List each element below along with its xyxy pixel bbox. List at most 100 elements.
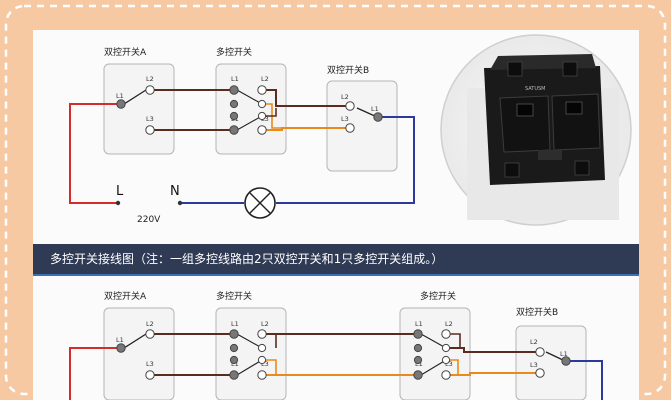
terminal-dot xyxy=(145,125,155,135)
traveler-m2-b-l3 xyxy=(446,372,538,376)
terminal-dot xyxy=(441,343,451,353)
terminal-dot xyxy=(257,329,267,339)
terminal-dot xyxy=(229,355,239,365)
switch-b-box-bottom xyxy=(515,325,587,400)
term-b-l3: L3 xyxy=(341,115,349,123)
multi-switch-1-title: 多控开关 xyxy=(216,290,252,302)
m1-cross-b xyxy=(262,359,277,375)
switch-b-box xyxy=(326,80,398,172)
term-ba-l3: L3 xyxy=(146,360,154,368)
terminal-dot xyxy=(229,329,239,339)
terminal-dot xyxy=(257,343,267,353)
terminal-dot xyxy=(441,370,451,380)
terminal-dot xyxy=(116,99,126,109)
terminal-dot xyxy=(257,125,267,135)
term-a-l1: L1 xyxy=(116,92,124,100)
term-ba-l1: L1 xyxy=(116,336,124,344)
live-label: L xyxy=(116,184,124,199)
traveler-m-b-l3 xyxy=(262,127,348,131)
term-ba-l2: L2 xyxy=(146,320,154,328)
terminal-dot xyxy=(145,85,155,95)
traveler-m2-b-l2 xyxy=(446,347,538,353)
switch-a-title: 双控开关A xyxy=(104,46,147,58)
terminal-dot xyxy=(441,355,451,365)
terminal-dot xyxy=(116,343,126,353)
multi-switch-2-box xyxy=(399,307,471,400)
voltage-label: 220V xyxy=(137,215,161,225)
terminal-dot xyxy=(413,329,423,339)
terminal-dot xyxy=(257,370,267,380)
neutral-label: N xyxy=(170,184,180,199)
switch-a-blade xyxy=(123,89,147,105)
multi-switch-1-box xyxy=(215,307,287,400)
neutral-return-top xyxy=(276,116,415,204)
term-m-l2a: L2 xyxy=(261,75,269,83)
term-m2-l1a: L1 xyxy=(415,320,423,328)
switch-b-title-bottom: 双控开关B xyxy=(516,306,558,318)
terminal-dot xyxy=(229,99,239,109)
multi-blade-2 xyxy=(236,115,263,131)
terminal-dot xyxy=(345,101,355,111)
switch-a-blade-bottom xyxy=(123,333,147,349)
terminal-dot xyxy=(413,370,423,380)
caption-banner xyxy=(33,244,639,274)
terminal-dot xyxy=(257,355,267,365)
term-m1-l3b: L3 xyxy=(261,360,269,368)
photo-sublabel: SATUSM xyxy=(525,86,546,92)
terminal-dot xyxy=(229,370,239,380)
terminal-dot xyxy=(257,99,267,109)
terminal-dot xyxy=(257,85,267,95)
switch-a-box xyxy=(103,63,175,155)
multi-cross-2 xyxy=(262,108,277,117)
switch-a-box-bottom xyxy=(103,307,175,400)
switch-back-photo: SATUSM xyxy=(440,34,632,226)
terminal-dot xyxy=(373,112,383,122)
term-b-l2: L2 xyxy=(341,93,349,101)
term-bb-l2: L2 xyxy=(530,338,538,346)
terminal-dot xyxy=(345,123,355,133)
multi-blade-1 xyxy=(236,89,263,105)
terminal-dot xyxy=(535,368,545,378)
terminal-dot xyxy=(535,347,545,357)
terminal-dot xyxy=(229,85,239,95)
terminal-dot xyxy=(145,329,155,339)
switch-b-title: 双控开关B xyxy=(327,64,369,76)
multi2-blade-2 xyxy=(420,359,447,376)
traveler-m-b-l2 xyxy=(262,89,348,107)
multi-switch-2-title: 多控开关 xyxy=(420,290,456,302)
switch-a-title-bottom: 双控开关A xyxy=(104,290,147,302)
neutral-terminal xyxy=(177,200,183,206)
terminal-dot xyxy=(441,329,451,339)
multi2-blade-1 xyxy=(420,333,447,349)
term-m-l3b: L3 xyxy=(261,115,269,123)
term-m2-l3b: L3 xyxy=(445,360,453,368)
caption-text: 多控开关接线图（注：一组多控线路由2只双控开关和1只多控开关组成。） xyxy=(50,251,443,266)
term-a-l3: L3 xyxy=(146,115,154,123)
term-a-l2: L2 xyxy=(146,75,154,83)
terminal-dot xyxy=(229,343,239,353)
live-terminal xyxy=(115,200,121,206)
neutral-wire-bottom xyxy=(566,360,603,400)
terminal-dot xyxy=(145,370,155,380)
term-m-l1a: L1 xyxy=(231,75,239,83)
terminal-dot xyxy=(561,356,571,366)
term-m1-l2a: L2 xyxy=(261,320,269,328)
banner-underline xyxy=(33,274,639,276)
terminal-dot xyxy=(413,343,423,353)
lamp-icon xyxy=(244,187,276,219)
term-m1-l1a: L1 xyxy=(231,320,239,328)
multi-switch-title: 多控开关 xyxy=(216,46,252,58)
terminal-dot xyxy=(229,111,239,121)
live-wire-bottom xyxy=(69,347,121,400)
multi1-blade-1 xyxy=(236,333,263,349)
terminal-dot xyxy=(413,355,423,365)
term-m2-l2a: L2 xyxy=(445,320,453,328)
terminal-dot xyxy=(229,125,239,135)
term-b-l1: L1 xyxy=(371,105,379,113)
term-bb-l3: L3 xyxy=(530,361,538,369)
multi1-blade-2 xyxy=(236,359,263,376)
terminal-dot xyxy=(257,111,267,121)
live-wire-top xyxy=(69,103,121,204)
